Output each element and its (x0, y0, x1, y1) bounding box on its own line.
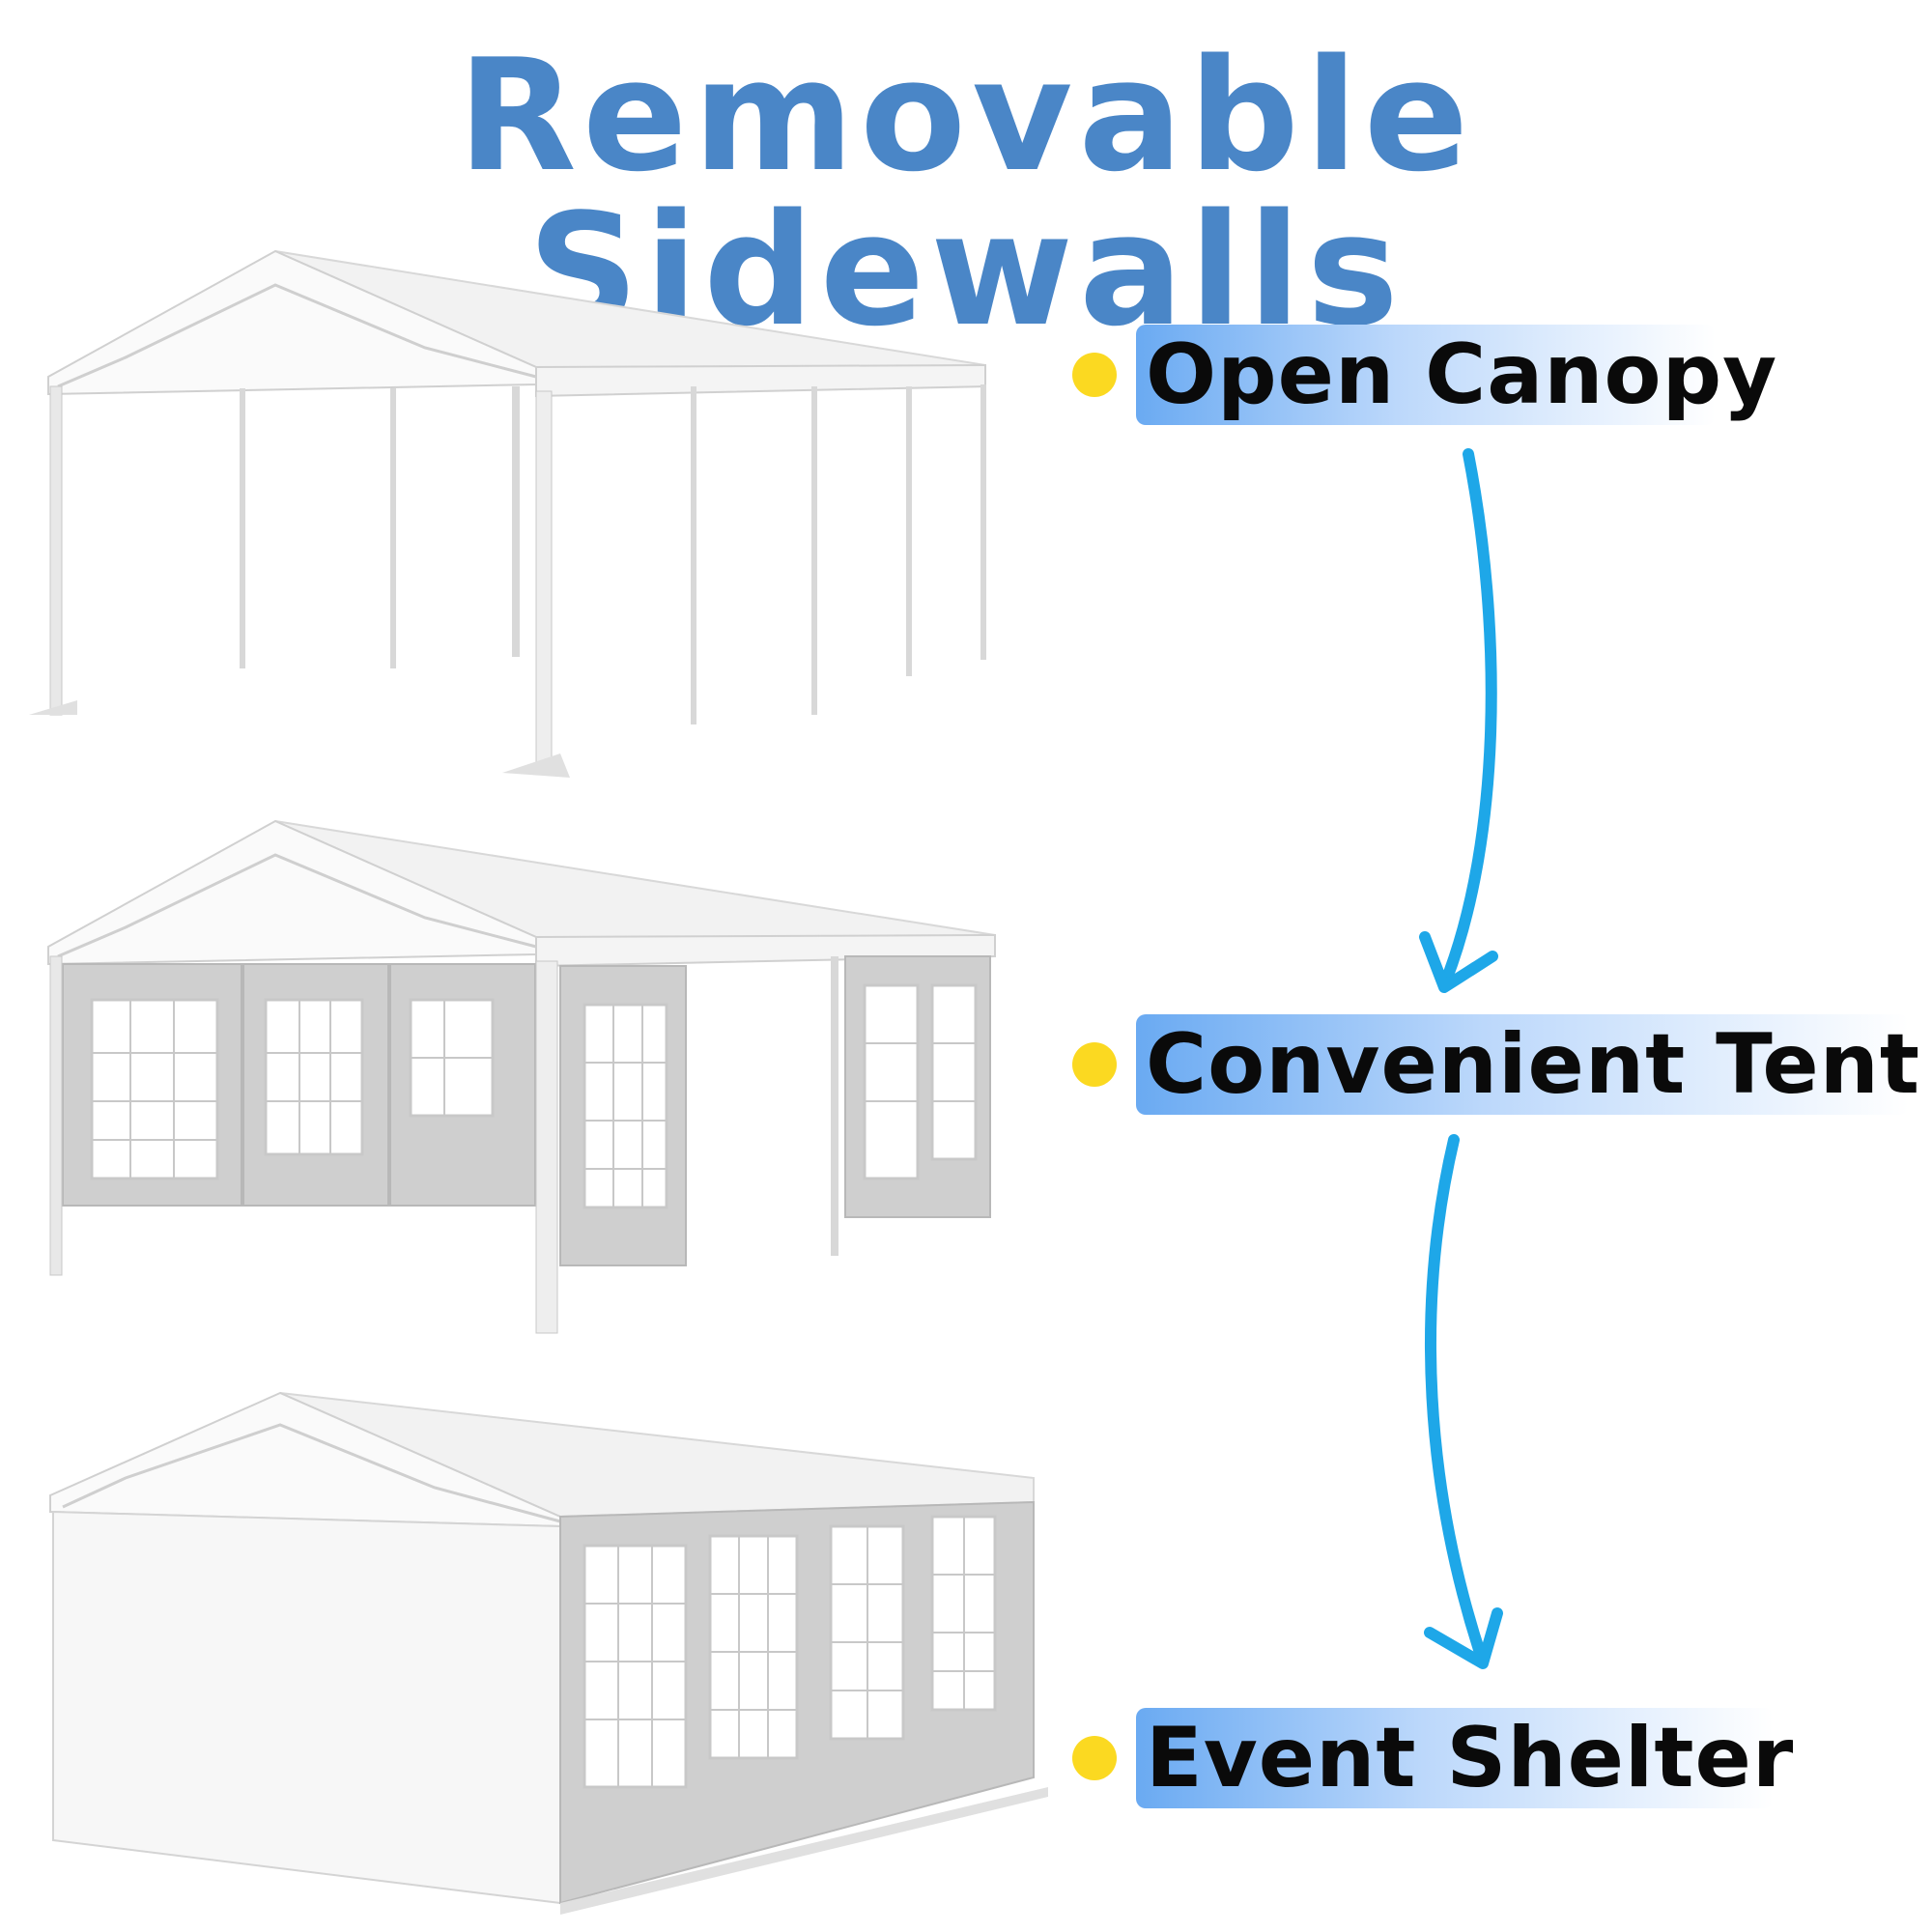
flow-arrows (1419, 448, 1503, 1669)
open-canopy-tent-image (29, 249, 986, 778)
label-highlight (1136, 325, 1716, 425)
arrow-head-1 (1419, 931, 1498, 993)
event-shelter-tent-image (49, 1391, 1048, 1915)
label-highlight (1136, 1014, 1909, 1115)
label-highlight (1136, 1708, 1774, 1808)
bullet-dot-icon (1072, 1736, 1117, 1780)
label-open-canopy: Open Canopy (1072, 321, 1922, 427)
arrow-head-2 (1424, 1607, 1503, 1669)
label-event-shelter: Event Shelter (1072, 1704, 1922, 1810)
bullet-dot-icon (1072, 1042, 1117, 1087)
label-text: Open Canopy (1146, 327, 1778, 423)
bullet-dot-icon (1072, 353, 1117, 397)
label-convenient-tent: Convenient Tent (1072, 1010, 1922, 1117)
convenient-tent-image (47, 819, 996, 1334)
arrow-convenient-to-shelter (1425, 1134, 1489, 1667)
label-text: Convenient Tent (1146, 1016, 1921, 1113)
arrow-open-to-convenient (1438, 448, 1497, 991)
label-text: Event Shelter (1146, 1710, 1795, 1806)
page-title: Removable Sidewalls (457, 25, 1475, 360)
